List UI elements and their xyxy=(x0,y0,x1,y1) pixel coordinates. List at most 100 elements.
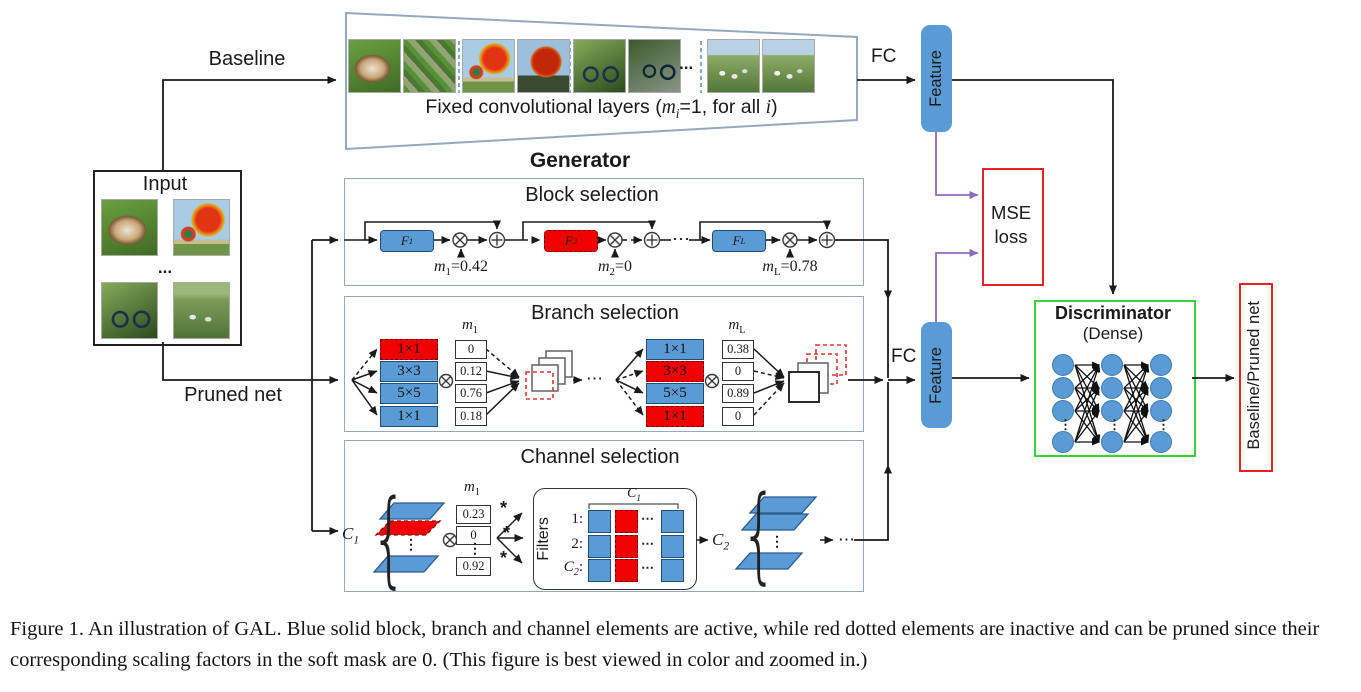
mL-value: =0.78 xyxy=(780,258,818,275)
branch-mask-left-1: 0.12 xyxy=(455,362,487,381)
pruned-net-label: Pruned net xyxy=(184,384,282,406)
channel-m1-sub: 1 xyxy=(474,487,480,498)
output-box xyxy=(1239,283,1273,472)
disc-vdots-1: ⋮ xyxy=(1059,417,1072,432)
branch-kernel-left-3x3: 3×3 xyxy=(380,361,438,382)
filter-sq-blue xyxy=(588,535,611,558)
filter-cdots-2: ⋯ xyxy=(641,536,654,551)
fixed-caption-suffix: ) xyxy=(771,96,778,118)
feature2-text: Feature xyxy=(927,346,945,404)
conv-star-3: * xyxy=(500,548,508,568)
feature-box-pruned xyxy=(921,322,952,428)
filters-bracket-c1: C1 xyxy=(626,486,641,504)
branch-m1-sub: 1 xyxy=(472,325,478,336)
fixed-image-cows-2 xyxy=(762,39,815,93)
filter-cdots-3: ⋯ xyxy=(641,560,654,575)
discriminator-title: Discriminator xyxy=(1054,303,1172,323)
branch-selection-title: Branch selection xyxy=(531,302,679,324)
branch-cdots: ⋯ xyxy=(586,369,603,388)
branch-mask-right-2: 0.89 xyxy=(722,384,754,403)
fixed-image-dog-2 xyxy=(403,39,456,93)
generator-title: Generator xyxy=(529,149,631,172)
fixed-image-balloon-1 xyxy=(462,39,515,93)
output-label-text: Baseline/Pruned net xyxy=(1244,301,1263,450)
m2-var: m xyxy=(597,258,610,275)
discriminator-subtitle: (Dense) xyxy=(1082,324,1144,343)
branch-mask-right-0: 0.38 xyxy=(722,340,754,359)
input-image-dogs xyxy=(101,199,158,256)
c1-var: C xyxy=(342,524,354,543)
input-image-zebras xyxy=(173,282,230,339)
branch-kernel-right-1x1b: 1×1 xyxy=(646,406,704,427)
disc-vdots-2: ⋮ xyxy=(1108,417,1121,432)
m1-var: m xyxy=(433,258,446,275)
m1-sub: 1 xyxy=(445,266,451,279)
fixed-caption-m: m xyxy=(661,97,676,118)
c1-sub: 1 xyxy=(353,533,360,547)
filter-row-label-2: 2: xyxy=(571,536,583,552)
channel-vdots-maps-right: ⋮ xyxy=(770,533,784,549)
bracket-c1-var: C xyxy=(626,486,637,501)
branch-kernel-right-3x3: 3×3 xyxy=(646,361,704,382)
fixed-images-ellipsis: ... xyxy=(679,54,694,73)
fc-label-baseline: FC xyxy=(871,46,897,67)
channel-selection-title: Channel selection xyxy=(520,446,680,468)
disc-vdots-3: ⋮ xyxy=(1157,417,1170,432)
branch-mL-var: m xyxy=(728,317,740,333)
input-image-balloon xyxy=(173,199,230,256)
baseline-label: Baseline xyxy=(208,48,286,70)
fixed-image-cows-1 xyxy=(707,39,760,93)
m2-value: =0 xyxy=(614,258,633,275)
filter-sq-blue xyxy=(661,510,684,533)
block-mask-m1: m1=0.42 xyxy=(433,258,489,279)
branch-mask-header-left: m1 xyxy=(462,317,478,336)
fixed-caption-prefix: Fixed convolutional layers ( xyxy=(425,96,662,118)
block-mask-mL: mL=0.78 xyxy=(762,258,818,278)
channel-m1-var: m xyxy=(464,479,475,495)
filter-cdots-1: ⋯ xyxy=(641,511,654,526)
filter-sq-blue xyxy=(588,510,611,533)
filter-sq-blue xyxy=(661,535,684,558)
branch-mask-left-3: 0.18 xyxy=(455,407,487,426)
branch-mask-left-2: 0.76 xyxy=(455,384,487,403)
filter-c2-var: C xyxy=(563,559,574,575)
branch-mask-right-1: 0 xyxy=(722,362,754,381)
block-cdots: ⋯ xyxy=(672,229,690,249)
fixed-image-dog-1 xyxy=(348,39,401,93)
fixed-image-bike-2 xyxy=(628,39,681,93)
m1-value: =0.42 xyxy=(450,258,489,275)
channel-cdots-out: ⋯ xyxy=(838,530,855,549)
f2-letter: F xyxy=(564,233,573,248)
mse-loss-label: MSE loss xyxy=(990,201,1032,247)
c2-sub: 2 xyxy=(723,539,730,553)
mse-arrows xyxy=(935,132,979,322)
conv-star-1: * xyxy=(500,498,508,518)
branch-mask-left-0: 0 xyxy=(455,340,487,359)
channel-c1-label: C1 xyxy=(342,524,360,547)
branch-kernel-left-1x1a: 1×1 xyxy=(380,339,438,360)
feature1-text: Feature xyxy=(927,50,945,107)
branch-kernel-right-5x5: 5×5 xyxy=(646,383,704,404)
fc-label-pruned: FC xyxy=(891,346,917,367)
channel-vdots-maps-left: ⋮ xyxy=(404,536,418,552)
branch-mask-right-3: 0 xyxy=(722,407,754,426)
f1-letter: F xyxy=(400,233,409,248)
channel-brace-left: { xyxy=(370,477,408,599)
filter-row-label-c2: C2: xyxy=(550,559,583,578)
input-title: Input xyxy=(142,173,188,195)
branch-kernel-right-1x1a: 1×1 xyxy=(646,339,704,360)
fixed-image-balloon-2 xyxy=(517,39,570,93)
channel-c2-label: C2 xyxy=(712,530,730,553)
fixed-image-bike-1 xyxy=(573,39,626,93)
filter-sq-blue xyxy=(588,559,611,582)
filter-sq-red xyxy=(615,510,638,533)
figure-caption: Figure 1. An illustration of GAL. Blue s… xyxy=(10,618,1320,671)
input-image-bicycle xyxy=(101,282,158,339)
branch-mL-sub: L xyxy=(739,325,746,336)
channel-vdots-masks: ⋮ xyxy=(468,540,482,556)
c2-var: C xyxy=(712,530,724,549)
